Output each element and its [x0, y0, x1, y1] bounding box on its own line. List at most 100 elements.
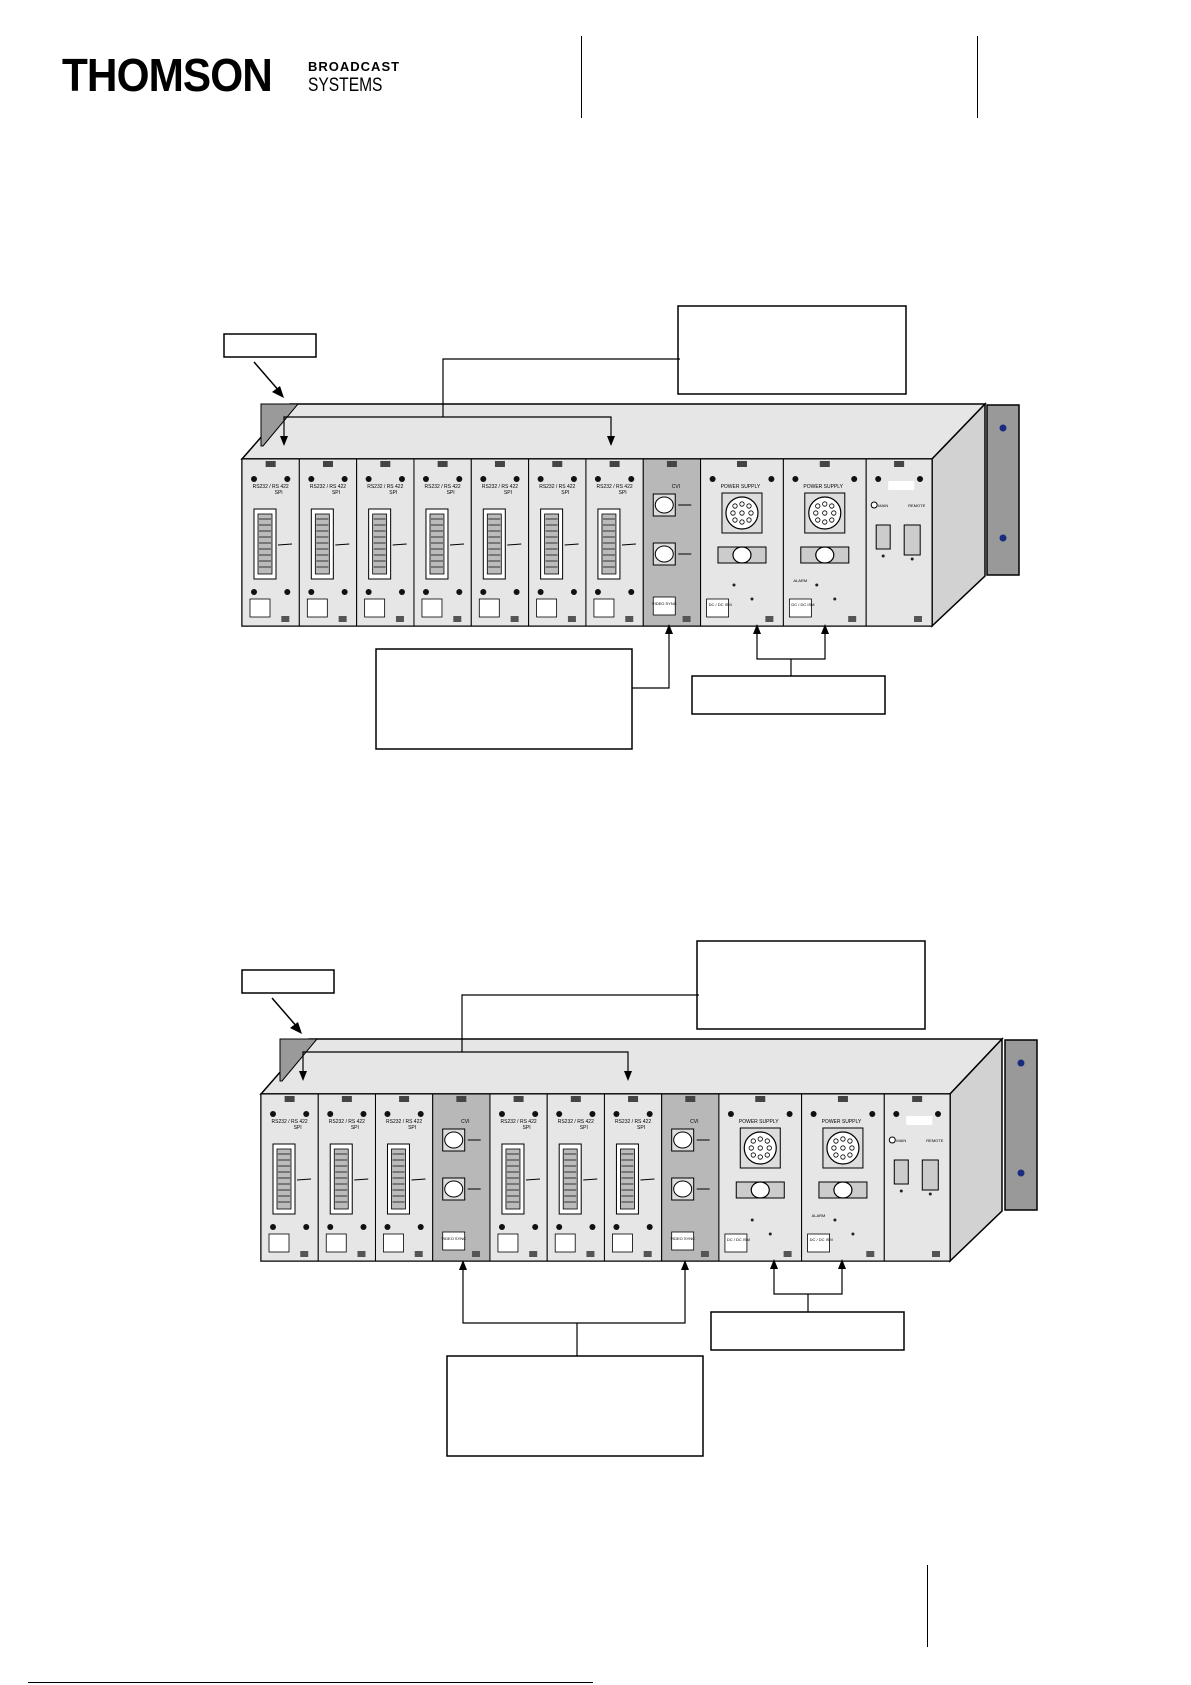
- panel-dot: [750, 597, 754, 601]
- top-latch: [912, 1096, 923, 1102]
- connector-pin: [730, 510, 736, 516]
- serial-module-label: RS232 / RS 422: [425, 484, 461, 490]
- db15-connector: [903, 524, 921, 556]
- logo-subtitle-line-1: BROADCAST: [308, 59, 401, 74]
- db25-connector: [620, 1148, 635, 1210]
- panel-screw: [646, 1224, 653, 1230]
- label-plate: [442, 1231, 466, 1251]
- video-module-label: CVI: [690, 1119, 698, 1125]
- header-divider-2: [977, 36, 978, 118]
- leader-line-video: [632, 632, 670, 689]
- bottom-latch: [453, 616, 462, 622]
- serial-module-label: RS232 / RS 422: [386, 1119, 422, 1125]
- db25-connector: [505, 1148, 521, 1210]
- connector-pin: [739, 519, 745, 525]
- db25-connector: [544, 513, 560, 575]
- panel-screw: [875, 476, 882, 482]
- connector-pin: [840, 1145, 846, 1151]
- bottom-latch: [765, 616, 774, 622]
- panel-screw: [341, 476, 348, 482]
- video-module-label: CVI: [672, 484, 680, 490]
- panel-dot: [833, 1218, 837, 1222]
- panel-screw: [893, 1111, 900, 1117]
- panel-screw: [498, 1111, 505, 1117]
- panel-screw: [851, 476, 858, 482]
- power-supply-bottom-label: DC / DC ISM: [727, 1237, 750, 1242]
- serial-module-sublabel: SPI: [504, 490, 512, 496]
- connector-pin: [748, 510, 754, 516]
- rack-mount-ear: [1004, 1039, 1038, 1211]
- callout-box-serial-modules: [696, 940, 926, 1030]
- label-plate: [421, 598, 443, 618]
- label-plate: [364, 598, 386, 618]
- panel-screw: [498, 1224, 505, 1230]
- panel-screw: [613, 1224, 620, 1230]
- panel-screw: [594, 476, 601, 482]
- panel-dot: [881, 554, 885, 558]
- panel-screw: [270, 1224, 276, 1230]
- bracket-video-modules: [462, 1268, 686, 1324]
- bottom-latch: [471, 1251, 480, 1257]
- serial-module-label: RS232 / RS 422: [539, 484, 575, 490]
- panel-screw: [786, 1111, 793, 1117]
- connector-pin: [847, 1152, 853, 1158]
- panel-screw: [251, 589, 257, 595]
- mount-screw: [999, 534, 1007, 542]
- video-module-sync-label: VIDEO SYNC: [652, 601, 677, 606]
- panel-screw: [628, 589, 635, 595]
- arrowhead: [770, 1259, 778, 1269]
- panel-screw: [384, 1111, 391, 1117]
- connector-pin: [766, 1145, 772, 1151]
- power-supply-label: POWER SUPPLY: [721, 484, 761, 490]
- power-supply-panel: [718, 1093, 803, 1262]
- connector-pin: [764, 1152, 770, 1158]
- top-latch: [284, 1096, 295, 1102]
- connector-pin: [831, 510, 837, 516]
- panel-dot: [928, 1192, 932, 1196]
- panel-screw: [284, 589, 291, 595]
- bnc-connector: [673, 1180, 693, 1198]
- logo-subtitle-line-2: SYSTEMS: [308, 75, 383, 96]
- serial-module-sublabel: SPI: [275, 490, 283, 496]
- panel-screw: [417, 1111, 424, 1117]
- panel-screw: [327, 1224, 334, 1230]
- callout-box-front-label: [241, 969, 335, 994]
- power-switch: [833, 1181, 853, 1199]
- panel-dot: [768, 1232, 772, 1236]
- bracket-power-supply: [773, 1269, 843, 1295]
- panel-screw: [589, 1224, 596, 1230]
- top-latch: [819, 461, 830, 467]
- bottom-latch: [414, 1251, 423, 1257]
- bracket-power-supply: [756, 634, 826, 660]
- bracket-serial-modules: [283, 416, 612, 438]
- panel-mark: [392, 543, 407, 546]
- arrowhead: [624, 1071, 632, 1081]
- bnc-connector: [444, 1180, 464, 1198]
- panel-screw: [398, 476, 405, 482]
- panel-mark: [354, 1178, 369, 1181]
- label-plate: [706, 598, 729, 618]
- connector-pin: [831, 1145, 837, 1151]
- serial-module-label: RS232 / RS 422: [253, 484, 289, 490]
- label-plate: [652, 596, 676, 616]
- label-plate: [612, 1233, 633, 1253]
- panel-screw: [613, 1111, 620, 1117]
- bnc-connector: [654, 496, 674, 514]
- serial-module-sublabel: SPI: [580, 1125, 588, 1131]
- serial-module-label: RS232 / RS 422: [272, 1119, 308, 1125]
- bottom-latch: [682, 616, 691, 622]
- panel-screw: [810, 1111, 817, 1117]
- label-plate: [724, 1233, 748, 1253]
- bottom-latch: [300, 1251, 309, 1257]
- serial-module-label: RS232 / RS 422: [482, 484, 518, 490]
- label-plate: [306, 598, 328, 618]
- serial-module-sublabel: SPI: [351, 1125, 359, 1131]
- connector-pin: [847, 1138, 853, 1144]
- mount-screw: [999, 424, 1007, 432]
- callout-box-serial-modules: [677, 305, 907, 395]
- rack-top: [259, 1038, 1004, 1095]
- db25-connector: [257, 513, 273, 575]
- callout-box-video-module: [375, 648, 633, 750]
